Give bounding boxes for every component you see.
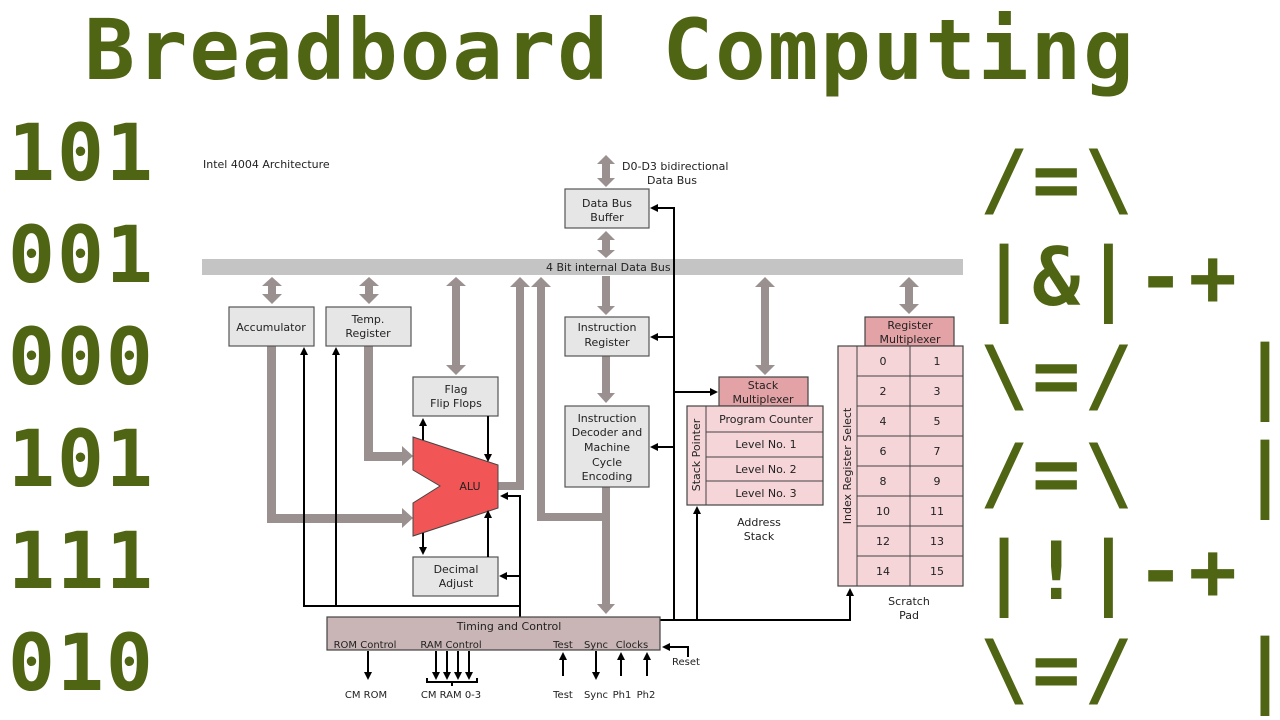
scratch-register-cell: 13 — [930, 535, 944, 548]
output-label: CM RAM 0-3 — [421, 690, 481, 701]
instruction-decoder-box — [564, 405, 650, 488]
logic-symbol-row: |&|-+ — [980, 231, 1241, 324]
timing-sub-label: Sync — [584, 640, 608, 651]
scratch-register-cell: 8 — [880, 475, 887, 488]
scratch-register-cell: 7 — [934, 445, 941, 458]
scratch-register-cell: 15 — [930, 565, 944, 578]
register-multiplexer-label: Register — [887, 319, 933, 332]
reset-label: Reset — [672, 657, 700, 668]
decimal-adjust-box — [412, 556, 499, 597]
binary-row: 000 — [8, 313, 155, 403]
stack-multiplexer-label: Stack — [748, 379, 779, 392]
scratch-register-cell: 2 — [880, 385, 887, 398]
instruction-decoder-label: Machine — [584, 441, 630, 454]
scratch-register-cell: 1 — [934, 355, 941, 368]
temp-register-label: Temp. — [351, 313, 385, 326]
alu-label: ALU — [459, 480, 480, 493]
data-bus-buffer-box — [564, 188, 650, 229]
logic-symbol-row: |!|-+ — [980, 525, 1241, 618]
binary-row: 101 — [8, 109, 155, 199]
stack-level: Program Counter — [719, 413, 813, 426]
external-bus-label: D0-D3 bidirectional — [622, 160, 728, 173]
accumulator-label: Accumulator — [236, 321, 306, 334]
data-bus-buffer-label: Buffer — [590, 211, 624, 224]
output-label: Ph2 — [637, 690, 656, 701]
internal-data-bus — [202, 259, 963, 275]
accumulator-box — [228, 306, 315, 347]
instruction-register-label: Instruction — [578, 321, 637, 334]
timing-sub-label: Test — [552, 640, 573, 651]
timing-sub-label: Clocks — [616, 640, 648, 651]
instruction-decoder-label: Decoder and — [572, 426, 642, 439]
buffer-bus-arrow — [597, 231, 615, 258]
external-bus-arrow — [597, 155, 615, 187]
decimal-adjust-label: Adjust — [439, 577, 474, 590]
scratch-register-cell: 5 — [934, 415, 941, 428]
timing-control-box — [326, 616, 661, 651]
output-label: CM ROM — [345, 690, 387, 701]
instruction-register-label: Register — [584, 336, 630, 349]
binary-row: 010 — [8, 619, 155, 709]
instruction-register-box — [564, 316, 650, 357]
decimal-adjust-label: Decimal — [434, 563, 479, 576]
logic-symbol-row: \=/ | — [980, 623, 1280, 716]
logic-symbol-row: /=\ | — [980, 427, 1280, 520]
stack-pointer-label: Stack Pointer — [690, 418, 703, 491]
stack-level: Level No. 3 — [735, 487, 796, 500]
scratch-register-cell: 12 — [876, 535, 890, 548]
stack-multiplexer-label: Multiplexer — [733, 393, 794, 406]
scratch-register-cell: 6 — [880, 445, 887, 458]
binary-row: 111 — [8, 517, 155, 607]
address-stack-box — [686, 405, 824, 506]
register-multiplexer-label: Multiplexer — [880, 333, 941, 346]
control-lines — [300, 204, 854, 686]
output-label: Ph1 — [613, 690, 632, 701]
timing-sub-label: ROM Control — [334, 640, 397, 651]
address-stack-label: Stack — [744, 530, 775, 543]
timing-sub-label: RAM Control — [420, 640, 481, 651]
output-label: Test — [552, 690, 573, 701]
page-title: Breadboard Computing — [84, 1, 1136, 99]
diagram-heading: Intel 4004 Architecture — [203, 158, 330, 171]
alu-shape — [412, 436, 499, 537]
scratch-register-cell: 10 — [876, 505, 890, 518]
instruction-decoder-label: Encoding — [582, 470, 633, 483]
timing-control-title: Timing and Control — [456, 620, 562, 633]
instruction-decoder-label: Cycle — [592, 456, 622, 469]
logic-symbol-row: /=\ — [980, 133, 1137, 226]
scratch-register-cell: 14 — [876, 565, 890, 578]
address-stack-label: Address — [737, 516, 781, 529]
data-bus-buffer-label: Data Bus — [582, 197, 632, 210]
scratch-register-cell: 0 — [880, 355, 887, 368]
stack-level: Level No. 1 — [735, 438, 796, 451]
scratch-register-cell: 9 — [934, 475, 941, 488]
scratch-pad-label: Scratch — [888, 595, 930, 608]
flag-flip-flops-box — [412, 376, 499, 417]
logic-symbol-row: \=/ | — [980, 329, 1280, 422]
stack-level: Level No. 2 — [735, 463, 796, 476]
external-bus-label: Data Bus — [647, 174, 697, 187]
instruction-decoder-label: Instruction — [578, 412, 637, 425]
temp-register-box — [325, 306, 412, 347]
flag-flip-flops-label: Flag — [444, 383, 467, 396]
index-register-select-label: Index Register Select — [841, 407, 854, 524]
flag-flip-flops-label: Flip Flops — [430, 397, 482, 410]
temp-register-label: Register — [345, 327, 391, 340]
scratch-register-cell: 3 — [934, 385, 941, 398]
scratch-pad-label: Pad — [899, 609, 919, 622]
scratch-register-cell: 11 — [930, 505, 944, 518]
stack-multiplexer-box — [718, 376, 809, 407]
internal-bus-label: 4 Bit internal Data Bus — [546, 261, 671, 274]
output-label: Sync — [584, 690, 608, 701]
scratch-register-cell: 4 — [880, 415, 887, 428]
binary-row: 101 — [8, 415, 155, 505]
binary-row: 001 — [8, 211, 155, 301]
